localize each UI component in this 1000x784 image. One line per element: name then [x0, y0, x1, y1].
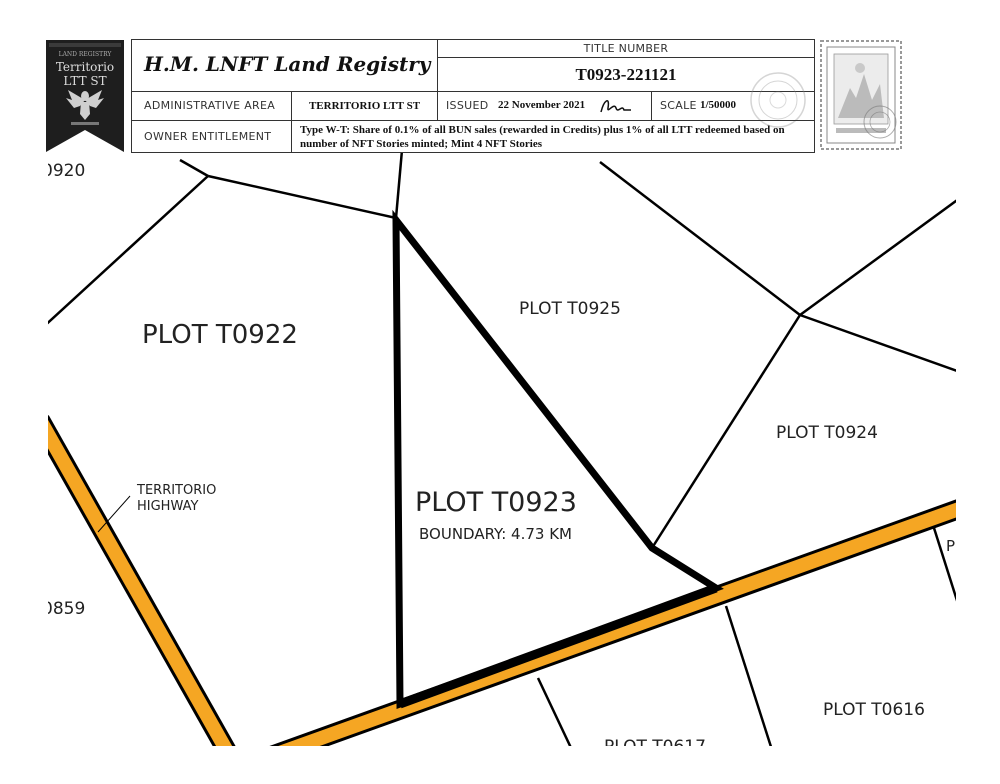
owner-label: OWNER ENTITLEMENT — [144, 130, 272, 143]
plot-label-t0923: PLOT T0923 — [415, 487, 577, 518]
admin-area-value: TERRITORIO LTT ST — [308, 100, 421, 112]
registry-title: H.M. LNFT Land Registry — [144, 52, 431, 76]
plot-label-t0925: PLOT T0925 — [519, 299, 621, 319]
eagle-icon — [66, 90, 104, 120]
postage-stamp-icon — [820, 40, 902, 150]
territorio-emblem: LAND REGISTRY Territorio LTT ST — [46, 40, 124, 152]
plot-label-t0859: 0859 — [42, 599, 85, 619]
owner-entitlement-cell: Type W-T: Share of 0.1% of all BUN sales… — [292, 121, 815, 153]
title-number-label: TITLE NUMBER — [583, 42, 669, 55]
scale-label: SCALE — [660, 99, 697, 112]
signature-icon — [600, 100, 631, 113]
highway-label-line2: HIGHWAY — [137, 499, 198, 514]
issued-cell: ISSUED 22 November 2021 — [438, 92, 652, 121]
territorio-highway — [48, 415, 956, 746]
highway-label-line1: TERRITORIO — [136, 483, 216, 498]
plot-boundaries — [48, 150, 956, 746]
owner-entitlement-text: Type W-T: Share of 0.1% of all BUN sales… — [300, 124, 785, 150]
owner-label-cell: OWNER ENTITLEMENT — [132, 121, 292, 153]
plot-label-t0617: PLOT T0617 — [604, 737, 706, 757]
title-number-label-cell: TITLE NUMBER — [438, 40, 815, 58]
registry-title-cell: H.M. LNFT Land Registry — [132, 40, 438, 92]
registry-header: H.M. LNFT Land Registry TITLE NUMBER T09… — [131, 39, 815, 153]
highway-fill-west — [48, 419, 233, 746]
plot-boundary-length: BOUNDARY: 4.73 KM — [419, 525, 572, 543]
issued-label: ISSUED — [446, 99, 489, 112]
plot-t0923-boundary — [392, 209, 724, 709]
title-number: T0923-221121 — [575, 65, 677, 84]
plot-label-t0922: PLOT T0922 — [142, 320, 298, 350]
admin-area-label: ADMINISTRATIVE AREA — [144, 99, 276, 112]
plot-label-t0616: PLOT T0616 — [823, 700, 925, 720]
emblem-line2: LTT ST — [63, 74, 106, 88]
registry-seal-icon — [750, 72, 806, 128]
admin-area-label-cell: ADMINISTRATIVE AREA — [132, 92, 292, 121]
admin-area-cell: TERRITORIO LTT ST — [292, 92, 438, 121]
scale-cell: SCALE 1/50000 — [652, 92, 815, 121]
emblem-line1: Territorio — [56, 60, 114, 74]
plot-label-t0920: 0920 — [42, 161, 85, 181]
highway-fill-south — [278, 502, 956, 746]
plot-label-t0924: PLOT T0924 — [776, 423, 878, 443]
scale-value: 1/50000 — [700, 99, 737, 111]
svg-text:LAND REGISTRY: LAND REGISTRY — [59, 51, 113, 58]
title-number-cell: T0923-221121 — [438, 58, 815, 92]
issued-date: 22 November 2021 — [498, 99, 586, 111]
highway-callout-line — [97, 495, 131, 533]
plot-label-edge: P — [946, 537, 955, 555]
